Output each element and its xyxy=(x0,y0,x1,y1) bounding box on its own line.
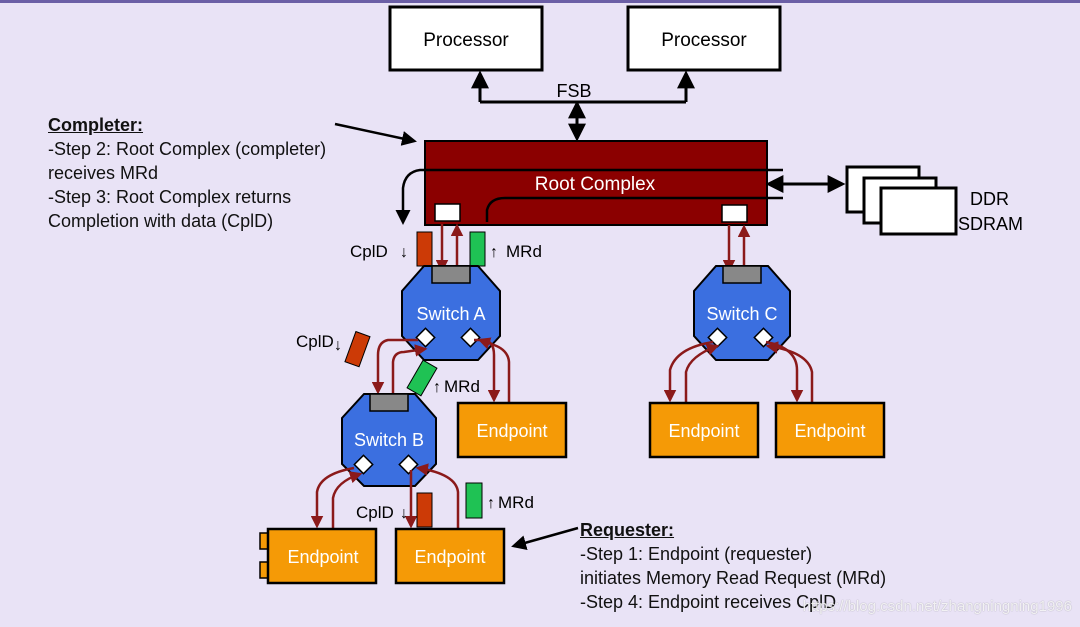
requester-heading: Requester: xyxy=(580,520,675,540)
root-complex: Root Complex xyxy=(395,140,783,226)
top-border xyxy=(0,0,1080,3)
fsb-bus xyxy=(471,70,695,142)
requester-callout-arrow xyxy=(511,526,579,550)
completer-heading: Completer: xyxy=(48,115,144,135)
switch-b-upstream-port xyxy=(369,393,409,412)
endpoint-label: Endpoint xyxy=(414,547,485,567)
endpoint-label: Endpoint xyxy=(668,421,739,441)
endpoint-switch-b-1: Endpoint xyxy=(259,527,378,585)
mrd-label-rc: MRd xyxy=(506,242,542,261)
link-switch-a-switch-b xyxy=(371,338,428,395)
switch-b-label: Switch B xyxy=(354,430,424,450)
completer-step-line: -Step 2: Root Complex (completer) xyxy=(48,139,327,159)
switch-c-upstream-port xyxy=(722,265,762,284)
endpoint-label: Endpoint xyxy=(794,421,865,441)
completer-step-line: Completion with data (CplD) xyxy=(48,211,274,231)
link-rc-switch-c xyxy=(722,224,751,273)
mrd-arrow-rc: ↑ xyxy=(490,244,498,261)
mrd-label-ep: MRd xyxy=(498,493,534,512)
switch-c-label: Switch C xyxy=(706,304,777,324)
switch-a-label: Switch A xyxy=(416,304,485,324)
switch-a: Switch A xyxy=(401,265,501,361)
endpoint-switch-c-1: Endpoint xyxy=(648,401,760,459)
switch-b-port-left xyxy=(353,454,374,475)
fsb-label: FSB xyxy=(556,81,591,101)
requester-note: Requester: -Step 1: Endpoint (requester)… xyxy=(580,518,886,614)
mrd-packet-ab xyxy=(406,359,438,397)
endpoint-switch-c-2: Endpoint xyxy=(774,401,886,459)
watermark: https://blog.csdn.net/zhangningning1996 xyxy=(802,598,1072,615)
root-complex-label: Root Complex xyxy=(535,174,656,195)
ddr-sdram-stack xyxy=(845,165,958,236)
completer-step-line: receives MRd xyxy=(48,163,159,183)
cpld-label-rc: CplD xyxy=(350,242,388,261)
cpld-packet-rc xyxy=(416,231,433,267)
mrd-packet-ep xyxy=(465,482,483,519)
memory-label-sdram: SDRAM xyxy=(958,214,1023,234)
requester-step-line: -Step 1: Endpoint (requester) xyxy=(580,544,813,564)
completer-step-line: -Step 3: Root Complex returns xyxy=(48,187,292,207)
endpoint-switch-a: Endpoint xyxy=(456,401,568,459)
processor-2: Processor xyxy=(626,5,782,72)
link-switch-c-endpoints xyxy=(663,340,814,403)
endpoint-label: Endpoint xyxy=(287,547,358,567)
processor-1: Processor xyxy=(388,5,544,72)
requester-step-line: -Step 4: Endpoint receives CplD xyxy=(580,592,837,612)
mrd-label-ab: MRd xyxy=(444,377,480,396)
switch-b-port-right xyxy=(398,454,419,475)
requester-step-line: initiates Memory Read Request (MRd) xyxy=(580,568,887,588)
link-switch-a-endpoint xyxy=(474,337,511,403)
switch-a-port-right xyxy=(460,327,481,348)
endpoint-label: Endpoint xyxy=(476,421,547,441)
switch-c: Switch C xyxy=(693,265,791,361)
cpld-arrow-rc: ↓ xyxy=(400,244,408,261)
cpld-arrow-ep: ↓ xyxy=(400,505,408,522)
mrd-arrow-ep: ↑ xyxy=(487,495,495,512)
root-port-right xyxy=(721,204,748,223)
mrd-packet-rc xyxy=(469,231,486,267)
switch-a-port-left xyxy=(415,327,436,348)
switch-a-upstream-port xyxy=(431,265,471,284)
switch-b: Switch B xyxy=(341,393,437,487)
cpld-label-ep: CplD xyxy=(356,503,394,522)
memory-label-ddr: DDR xyxy=(970,189,1009,209)
completer-note: Completer: -Step 2: Root Complex (comple… xyxy=(48,113,326,233)
link-rc-switch-a xyxy=(435,223,464,273)
cpld-label-ab: CplD xyxy=(296,332,334,351)
processor-1-label: Processor xyxy=(423,30,509,51)
root-port-left xyxy=(434,203,461,222)
link-switch-b-endpoints xyxy=(310,463,460,529)
cpld-packet-ab xyxy=(344,330,371,368)
cpld-packet-ep xyxy=(416,492,433,528)
processor-2-label: Processor xyxy=(661,30,747,51)
mrd-arrow-ab: ↑ xyxy=(433,379,441,396)
endpoint-switch-b-2-requester: Endpoint xyxy=(394,527,506,585)
cpld-arrow-ab: ↓ xyxy=(334,337,342,354)
completer-callout-arrow xyxy=(334,122,417,146)
